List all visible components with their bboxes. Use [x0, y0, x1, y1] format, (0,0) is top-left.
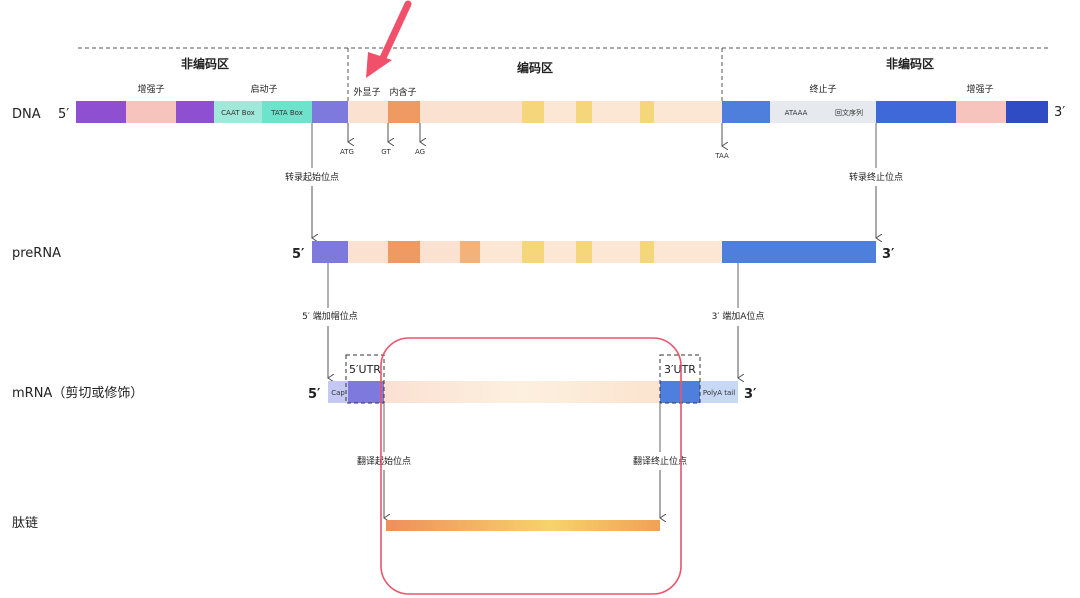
intron-label: 内含子 [389, 86, 416, 98]
prerna-segment-exon-4 [544, 241, 576, 263]
prerna-segment-exon-2 [420, 241, 460, 263]
dna-segment-blue-3utr [722, 101, 770, 123]
dna-segment-exon-5 [654, 101, 722, 123]
dna-segment-intron-1 [388, 101, 420, 123]
mrna-polya-tail [700, 381, 738, 403]
prerna-5-prime-label: 5′ [292, 247, 305, 262]
taa-label: TAA [714, 152, 729, 160]
utr5-label: 5′UTR [349, 363, 381, 376]
tata-box-label: TATA Box [270, 109, 303, 117]
prerna-segment-3-end [722, 241, 876, 263]
mrna-5-prime-label: 5′ [308, 387, 321, 402]
dna-segment-tata-box [262, 101, 312, 123]
transcription-start-site-label: 转录起始位点 [285, 171, 339, 183]
dna-segment-exon-2 [420, 101, 522, 123]
prerna-segment-intron-2 [460, 241, 480, 263]
dna-segment-dark-blue-end [1006, 101, 1048, 123]
caat-box-label: CAAT Box [221, 109, 255, 117]
dna-segment-enhancer-left [126, 101, 176, 123]
prerna-bar [312, 241, 876, 263]
dna-row-label: DNA [12, 107, 41, 122]
dna-segment-exon-4 [592, 101, 640, 123]
mrna-5-utr-segment [348, 381, 384, 403]
cap-label: Cap [331, 389, 345, 397]
dna-segment-palindrome [822, 101, 876, 123]
prerna-segment-exon-3 [480, 241, 522, 263]
noncoding-region-right-label: 非编码区 [886, 56, 934, 71]
dna-segment-purple-2 [176, 101, 214, 123]
prerna-row-label: preRNA [12, 246, 61, 261]
dna-segment-purple-1 [76, 101, 126, 123]
prerna-segment-intron-1 [388, 241, 420, 263]
dna-bar [76, 101, 1048, 123]
translation-end-site-label: 翻译终止位点 [633, 455, 687, 467]
prerna-segment-exon-5 [592, 241, 640, 263]
dna-5-prime-label: 5′ [58, 107, 69, 122]
terminator-label: 终止子 [809, 83, 836, 95]
peptide-row-label: 肽链 [12, 516, 38, 531]
transcription-end-site-label: 转录终止位点 [849, 171, 903, 183]
mrna-3-utr-segment [660, 381, 700, 403]
prerna-segment-intron-4 [576, 241, 592, 263]
exon-label: 外显子 [353, 86, 380, 98]
prerna-segment-5-end [312, 241, 348, 263]
utr5-box [345, 354, 385, 404]
dna-segment-intron-3 [576, 101, 592, 123]
noncoding-region-left-label: 非编码区 [181, 56, 229, 71]
polya-site-label: 3′ 端加A位点 [712, 310, 765, 322]
prerna-segment-intron-5 [640, 241, 654, 263]
utr3-box [659, 354, 701, 404]
mrna-3-prime-label: 3′ [744, 387, 757, 402]
dna-segment-exon-1 [348, 101, 388, 123]
utr3-label: 3′UTR [664, 363, 696, 376]
coding-region-label: 编码区 [516, 60, 553, 75]
promoter-label: 启动子 [250, 83, 277, 95]
dna-3-prime-label: 3′ [1054, 105, 1065, 120]
dna-segment-enhancer-right [956, 101, 1006, 123]
ataaa-label: ATAAA [785, 109, 808, 117]
dna-segment-caat-box [214, 101, 262, 123]
dna-segment-transcribed-5-end [312, 101, 348, 123]
mrna-coding-segment [384, 381, 660, 403]
prerna-segment-exon-1 [348, 241, 388, 263]
atg-label: ATG [340, 148, 354, 156]
mrna-cap [328, 381, 348, 403]
mrna-bar [328, 381, 738, 403]
dna-segment-intron-2 [522, 101, 544, 123]
prerna-segment-exon-6 [654, 241, 722, 263]
prerna-3-prime-label: 3′ [882, 247, 895, 262]
enhancer-right-label: 增强子 [966, 83, 993, 95]
mrna-row-label: mRNA（剪切或修饰） [12, 385, 143, 401]
pointer-arrow [366, 0, 412, 78]
peptide-chain-bar [386, 520, 660, 531]
dna-segment-intron-4 [640, 101, 654, 123]
dna-segment-blue-downstream [876, 101, 956, 123]
highlight-box [380, 337, 682, 595]
ag-label: AG [415, 148, 425, 156]
dna-segment-ataaa [770, 101, 822, 123]
dna-segment-exon-3 [544, 101, 576, 123]
gt-label: GT [381, 148, 391, 156]
cap-site-label: 5′ 端加帽位点 [302, 310, 358, 322]
prerna-segment-intron-3 [522, 241, 544, 263]
enhancer-left-label: 增强子 [137, 83, 164, 95]
palindrome-label: 回文序列 [835, 108, 863, 117]
translation-start-site-label: 翻译起始位点 [357, 455, 411, 467]
polya-tail-label: PolyA tail [703, 389, 735, 397]
